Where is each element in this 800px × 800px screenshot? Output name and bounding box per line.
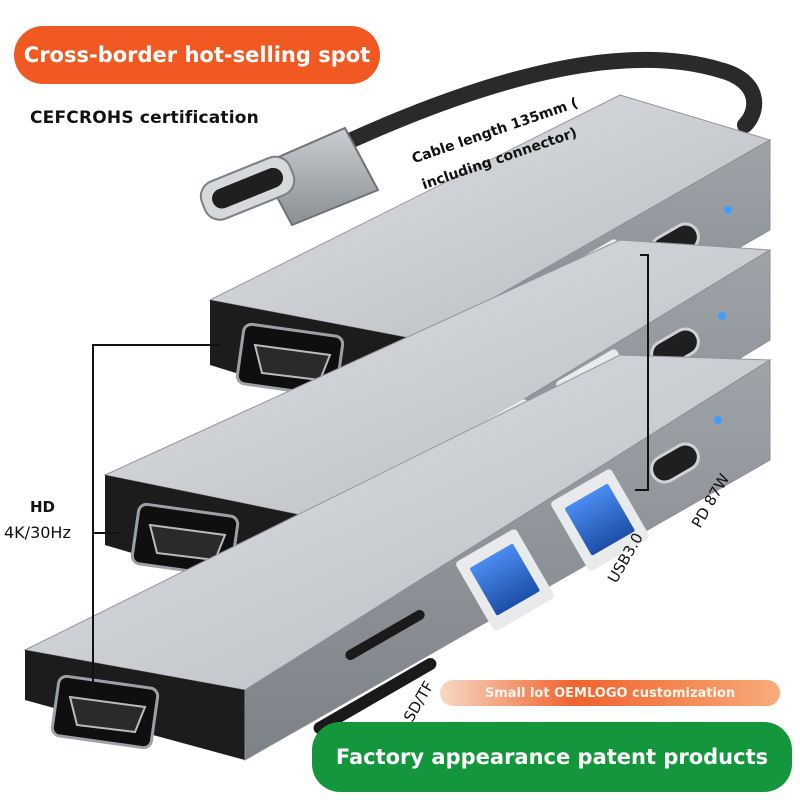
oem-customization-text: Small lot OEMLOGO customization xyxy=(484,685,736,701)
certification-label: CEFCROHS certification xyxy=(30,108,259,128)
patent-products-text: Factory appearance patent products xyxy=(335,745,769,769)
callout-lines xyxy=(92,254,649,696)
patent-products-badge: Factory appearance patent products xyxy=(312,722,792,792)
usb-c-cable xyxy=(322,51,763,158)
hd-label: HD xyxy=(30,498,56,516)
hd-spec-label: 4K/30Hz xyxy=(4,523,71,542)
hot-selling-text: Cross-border hot-selling spot xyxy=(23,43,371,67)
hot-selling-badge: Cross-border hot-selling spot xyxy=(14,26,380,84)
usb-c-plug xyxy=(199,126,380,227)
oem-customization-badge: Small lot OEMLOGO customization xyxy=(440,680,780,706)
hub-bottom xyxy=(23,354,772,761)
